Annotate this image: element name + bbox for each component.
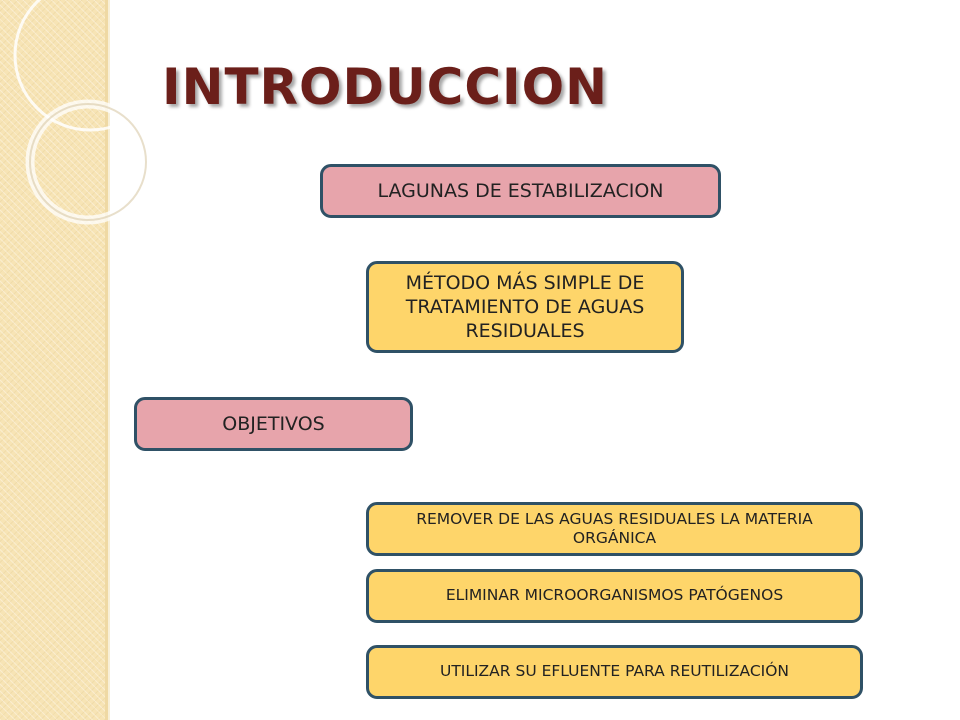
side-strip-edge	[105, 0, 108, 720]
objective-remover-box: REMOVER DE LAS AGUAS RESIDUALES LA MATER…	[366, 502, 863, 556]
objetivos-box: OBJETIVOS	[134, 397, 413, 451]
metodo-box: MÉTODO MÁS SIMPLE DE TRATAMIENTO DE AGUA…	[366, 261, 684, 353]
decorative-circles-icon	[13, 0, 160, 225]
objective-utilizar-box: UTILIZAR SU EFLUENTE PARA REUTILIZACIÓN	[366, 645, 863, 699]
page-title: INTRODUCCION	[162, 58, 609, 116]
objective-eliminar-box: ELIMINAR MICROORGANISMOS PATÓGENOS	[366, 569, 863, 623]
side-strip-edge-highlight	[108, 0, 110, 720]
lagunas-box: LAGUNAS DE ESTABILIZACION	[320, 164, 721, 218]
